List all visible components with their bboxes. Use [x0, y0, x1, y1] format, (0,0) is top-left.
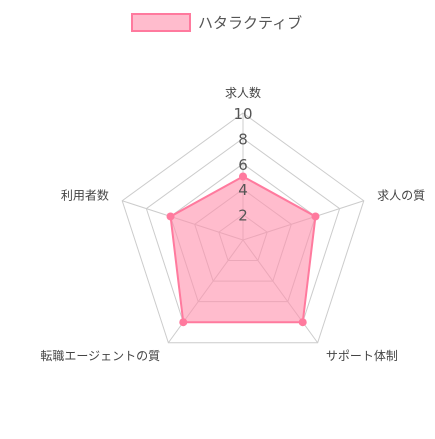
tick-label: 8: [238, 130, 248, 148]
data-point[interactable]: [298, 318, 307, 327]
grid-ring: [121, 112, 365, 344]
legend-swatch[interactable]: [131, 13, 191, 32]
series-layer: [166, 172, 320, 327]
category-label: 求人数: [225, 85, 261, 100]
tick-label: 6: [238, 156, 248, 174]
data-point[interactable]: [239, 172, 247, 181]
category-label: 転職エージェントの質: [40, 348, 160, 363]
category-label: 求人の質: [377, 187, 425, 202]
series-area: [169, 175, 317, 324]
tick-label: 4: [238, 181, 248, 199]
tick-labels: 2 4 6 8 10: [233, 105, 252, 225]
category-label: 利用者数: [61, 187, 109, 202]
data-point[interactable]: [166, 212, 175, 221]
category-label: サポート体制: [326, 349, 398, 363]
data-point[interactable]: [311, 212, 320, 221]
tick-label: 2: [238, 207, 248, 225]
legend-label[interactable]: ハタラクティブ: [198, 14, 302, 32]
legend[interactable]: ハタラクティブ: [131, 13, 302, 32]
tick-label: 10: [233, 105, 252, 123]
data-point[interactable]: [179, 318, 188, 327]
